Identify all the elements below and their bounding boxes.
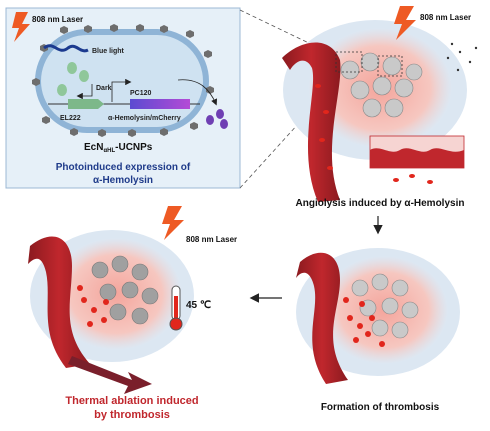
tumor-cells	[91, 255, 159, 325]
tumor-cells	[351, 273, 419, 339]
thrombus-clots	[343, 297, 385, 347]
el222-protein	[79, 70, 89, 82]
red-blood-cells	[315, 84, 333, 170]
inset-laser-label: 808 nm Laser	[32, 15, 83, 24]
dark-arrow	[76, 84, 93, 100]
ablation-arrow	[68, 356, 152, 394]
ablation-panel: 808 nm Laser 45 ℃ Thermal ablation induc…	[28, 206, 237, 421]
laser-bolt-icon	[394, 6, 416, 40]
ablation-caption-line1: Thermal ablation induced	[65, 395, 198, 407]
el222-protein	[57, 84, 67, 96]
thrombus-clots	[77, 285, 109, 327]
blood-vessel	[282, 42, 341, 202]
zoom-box-left	[335, 51, 363, 73]
vessel-wall-damage	[370, 148, 464, 168]
ucnp-nanoparticles	[32, 24, 214, 137]
hemolysin-gene	[130, 99, 190, 109]
laser-bolt-icon	[12, 12, 30, 42]
blue-light-label: Blue light	[92, 48, 125, 55]
thrombosis-panel: Formation of thrombosis	[296, 248, 460, 413]
hemolysin-proteins	[206, 109, 228, 129]
ablation-caption-line2: by thrombosis	[94, 409, 170, 421]
tumor-cells	[340, 52, 423, 118]
gene-left-label: EL222	[60, 115, 81, 122]
laser-bolt-icon	[162, 206, 184, 240]
thrombosis-caption: Formation of thrombosis	[321, 402, 440, 413]
inset-caption-line2: α-Hemolysin	[93, 175, 153, 186]
inset-panel: 808 nm Laser Blue light	[5, 7, 241, 189]
strain-name: EcNαHL-UCNPs	[84, 142, 153, 154]
dark-label: Dark	[96, 85, 112, 92]
promoter-arrow	[111, 78, 132, 102]
el222-gene	[68, 99, 104, 109]
secretion-arrow	[177, 79, 218, 106]
scattered-particles	[446, 42, 478, 72]
inset-caption-line1: Photoinduced expression of	[56, 162, 191, 173]
angiolysis-caption: Angiolysis induced by α-Hemolysin	[296, 198, 465, 209]
thermometer-icon	[169, 285, 183, 331]
gene-right-label: α-Hemolysin/mCherry	[108, 115, 181, 122]
blood-vessel	[28, 236, 90, 368]
blood-vessel	[296, 252, 348, 384]
blue-light-wave	[43, 44, 89, 53]
el222-protein	[67, 62, 77, 74]
zoom-box-right	[377, 55, 403, 77]
temperature-label: 45 ℃	[186, 300, 211, 311]
leaked-blood-cells	[393, 174, 433, 184]
promoter-label: PC120	[130, 90, 152, 97]
angiolysis-panel: 808 nm Laser Angiolysis induced by α-Hem…	[282, 6, 478, 209]
angiolysis-laser-label: 808 nm Laser	[420, 13, 471, 22]
ablation-laser-label: 808 nm Laser	[186, 235, 237, 244]
